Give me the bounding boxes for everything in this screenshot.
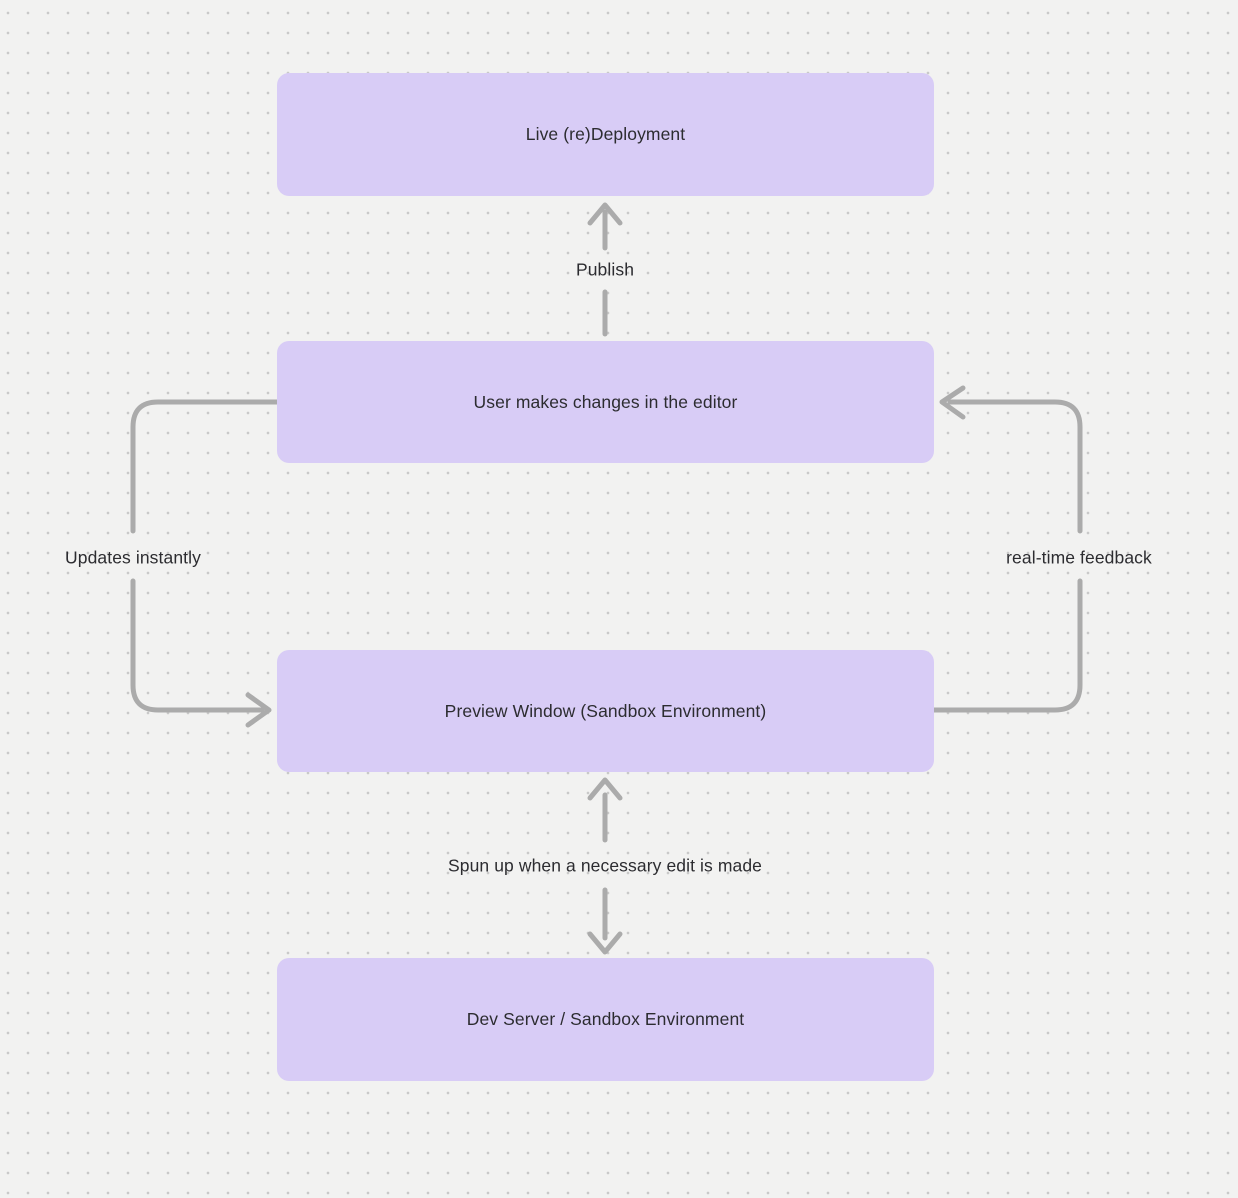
edge-label-publish: Publish xyxy=(575,259,635,280)
arrow-up-icon xyxy=(587,777,623,801)
arrow-left-icon xyxy=(939,385,966,420)
node-user-editor-label: User makes changes in the editor xyxy=(473,391,738,412)
node-live-redeployment[interactable]: Live (re)Deployment xyxy=(277,73,934,196)
edge-label-real-time-feedback: real-time feedback xyxy=(1006,547,1152,568)
edge-updates-bottom xyxy=(130,578,265,713)
node-dev-server[interactable]: Dev Server / Sandbox Environment xyxy=(277,958,934,1081)
node-live-redeployment-label: Live (re)Deployment xyxy=(525,124,686,144)
arrow-down-icon xyxy=(587,931,623,955)
edge-feedback-bottom xyxy=(931,578,1083,713)
edge-label-updates-instantly: Updates instantly xyxy=(65,547,201,568)
arrow-right-icon xyxy=(245,692,272,728)
node-preview-window-label: Preview Window (Sandbox Environment) xyxy=(444,700,767,721)
node-preview-window[interactable]: Preview Window (Sandbox Environment) xyxy=(277,650,934,772)
node-user-editor[interactable]: User makes changes in the editor xyxy=(277,341,934,463)
node-dev-server-label: Dev Server / Sandbox Environment xyxy=(466,1009,745,1029)
edge-feedback-top xyxy=(947,399,1083,534)
edge-label-spun-up: Spun up when a necessary edit is made xyxy=(447,855,763,876)
arrow-up-icon xyxy=(587,202,623,226)
edge-updates-top xyxy=(130,399,281,534)
